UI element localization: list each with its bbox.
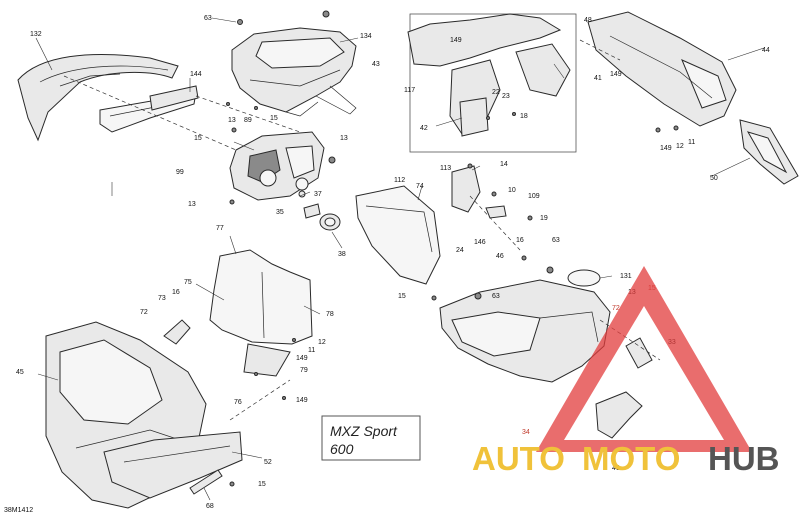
callout-41: 41 [594,75,602,82]
part-99-headlight [229,131,325,201]
part-75-panel [209,249,313,377]
part-50-deflector [739,119,799,185]
callout-63b: 63 [552,237,560,244]
callout-131: 131 [620,273,632,280]
part-35-connector [303,203,321,219]
callout-63a: 63 [204,15,212,22]
inset-box [407,13,577,153]
callout-15a: 15 [270,115,278,122]
callout-15b: 15 [194,135,202,142]
callout-12b: 12 [318,339,326,346]
callout-149a: 149 [450,37,462,44]
callout-134: 134 [360,33,372,40]
callout-74: 74 [416,183,424,190]
callout-13b: 13 [340,135,348,142]
part-112-windshield [355,185,441,285]
guide-lines [63,39,661,421]
part-144-trim [149,85,199,111]
watermark-moto: MOTO [582,440,680,477]
callout-72a: 72 [140,309,148,316]
callout-76: 76 [234,399,242,406]
callout-42: 42 [420,125,428,132]
callout-34: 34 [522,429,530,436]
callout-149b: 149 [610,71,622,78]
fasteners [226,10,679,487]
watermark-auto: AUTO [472,440,565,477]
callout-14: 14 [500,161,508,168]
callout-144: 144 [190,71,202,78]
part-40-bracket [595,391,643,439]
part-33-strip [625,337,653,369]
callout-117: 117 [404,87,415,94]
callout-149e: 149 [296,397,308,404]
part-38-gasket [319,213,341,231]
model-name: MXZ Sport [330,423,398,439]
callout-149d: 149 [296,355,308,362]
callout-46: 46 [496,253,504,260]
callout-77: 77 [216,225,224,232]
callout-13a: 13 [228,117,236,124]
leader-lines [35,17,765,501]
callout-43: 43 [372,61,380,68]
callout-132: 132 [30,31,42,38]
part-72-latch [163,319,191,345]
callout-15e: 15 [258,481,266,488]
callout-16b: 16 [172,289,180,296]
callout-16a: 16 [516,237,524,244]
callout-50: 50 [710,175,718,182]
part-46-mirror [485,205,507,219]
part-44-side-panel [587,11,737,127]
callout-11a: 11 [688,139,695,146]
callout-37: 37 [314,191,322,198]
model-number: 600 [330,441,354,457]
callout-99: 99 [176,169,184,176]
callout-35: 35 [276,209,284,216]
callout-44: 44 [762,47,770,54]
diagram-reference: 38M1412 [4,507,33,514]
callout-146: 146 [474,239,486,246]
callout-10: 10 [508,187,516,194]
part-37-bulb [298,190,306,198]
callout-40: 40 [612,465,620,472]
callout-23: 23 [502,93,510,100]
callout-19: 19 [540,215,548,222]
callout-24: 24 [456,247,464,254]
callout-68: 68 [206,503,214,510]
model-label: MXZ Sport 600 [321,415,421,461]
callout-89: 89 [244,117,252,124]
callout-13c: 13 [188,201,196,208]
callout-18: 18 [520,113,528,120]
callout-11b: 11 [308,347,315,354]
watermark-hub: HUB [708,440,780,477]
callout-63c: 63 [492,293,500,300]
callout-52: 52 [264,459,272,466]
callout-112: 112 [394,177,405,184]
part-134-console [231,27,357,117]
callout-12a: 12 [676,143,684,150]
callout-48: 48 [584,17,592,24]
callout-72b: 72 [612,305,620,312]
callout-45: 45 [16,369,24,376]
part-131-fairing [439,269,611,383]
callout-113: 113 [440,165,451,172]
callout-109: 109 [528,193,540,200]
part-52-lower-panel [103,431,243,499]
watermark-triangle [536,266,752,452]
callout-79: 79 [300,367,308,374]
part-113-mount [451,165,481,213]
callout-78: 78 [326,311,334,318]
callout-149c: 149 [660,145,672,152]
callout-73: 73 [158,295,166,302]
part-68-strip [189,469,223,495]
callout-22: 22 [492,89,500,96]
callout-15c: 15 [398,293,406,300]
watermark-logo: AUTO MOTO HUB [472,266,780,477]
callout-38: 38 [338,251,346,258]
callout-75: 75 [184,279,192,286]
